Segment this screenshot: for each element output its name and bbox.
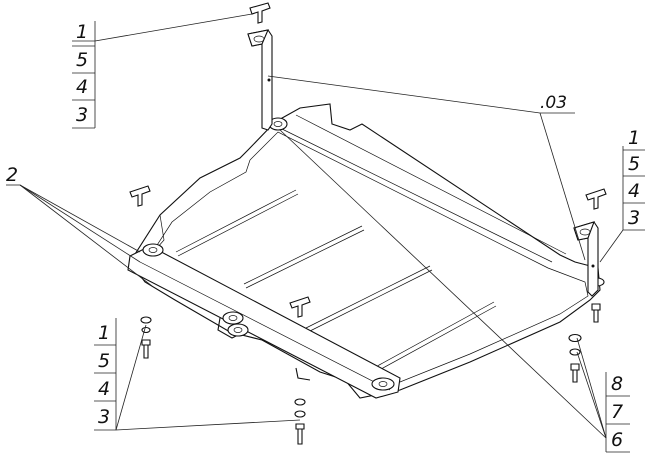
callout-bl-1: 1 <box>98 322 110 344</box>
callout-br-3: 6 <box>611 429 623 451</box>
bolt-set-right-upper <box>591 303 601 323</box>
callout-stack-right: 1 5 4 3 <box>622 127 645 231</box>
callout-right-1: 1 <box>628 127 640 149</box>
callout-br-2: 7 <box>611 401 623 423</box>
callout-right-2: 5 <box>628 153 640 175</box>
front-crossbar <box>127 117 605 399</box>
clip-nut-right <box>585 188 607 210</box>
callout-right-4: 3 <box>628 207 640 229</box>
bracket-rear-right <box>573 221 599 297</box>
callout-2: 2 <box>6 164 18 186</box>
bolt-set-center <box>294 398 306 445</box>
callout-top-4: 3 <box>76 104 88 126</box>
clip-nut-top <box>249 2 271 24</box>
callout-bl-3: 4 <box>98 378 110 400</box>
callout-bl-2: 5 <box>98 350 110 372</box>
callout-bl-4: 3 <box>98 406 110 428</box>
mount-pad <box>371 377 395 391</box>
bolt-set-left <box>140 316 152 359</box>
callout-right-3: 4 <box>628 180 640 202</box>
callout-stack-top: 1 5 4 3 <box>72 21 96 129</box>
callout-stack-bottom-left: 1 5 4 3 <box>94 318 117 431</box>
mount-pad <box>222 311 244 325</box>
mount-pad <box>227 323 249 337</box>
callout-stack-bottom-right: 8 7 6 <box>605 372 630 453</box>
callout-03: .03 <box>540 93 567 113</box>
stiffening-ribs <box>175 189 497 375</box>
mount-pad <box>142 243 164 257</box>
bracket-rear-left <box>247 29 273 131</box>
callout-top-2: 5 <box>76 49 88 71</box>
leader-lines <box>6 13 624 439</box>
skid-plate <box>129 103 601 399</box>
callout-top-3: 4 <box>76 76 88 98</box>
callout-top-1: 1 <box>76 21 88 43</box>
bolt-set-right-lower <box>568 333 582 383</box>
clip-nut-center <box>289 296 311 318</box>
clip-nut-left <box>129 185 151 207</box>
callout-br-1: 8 <box>611 373 623 395</box>
